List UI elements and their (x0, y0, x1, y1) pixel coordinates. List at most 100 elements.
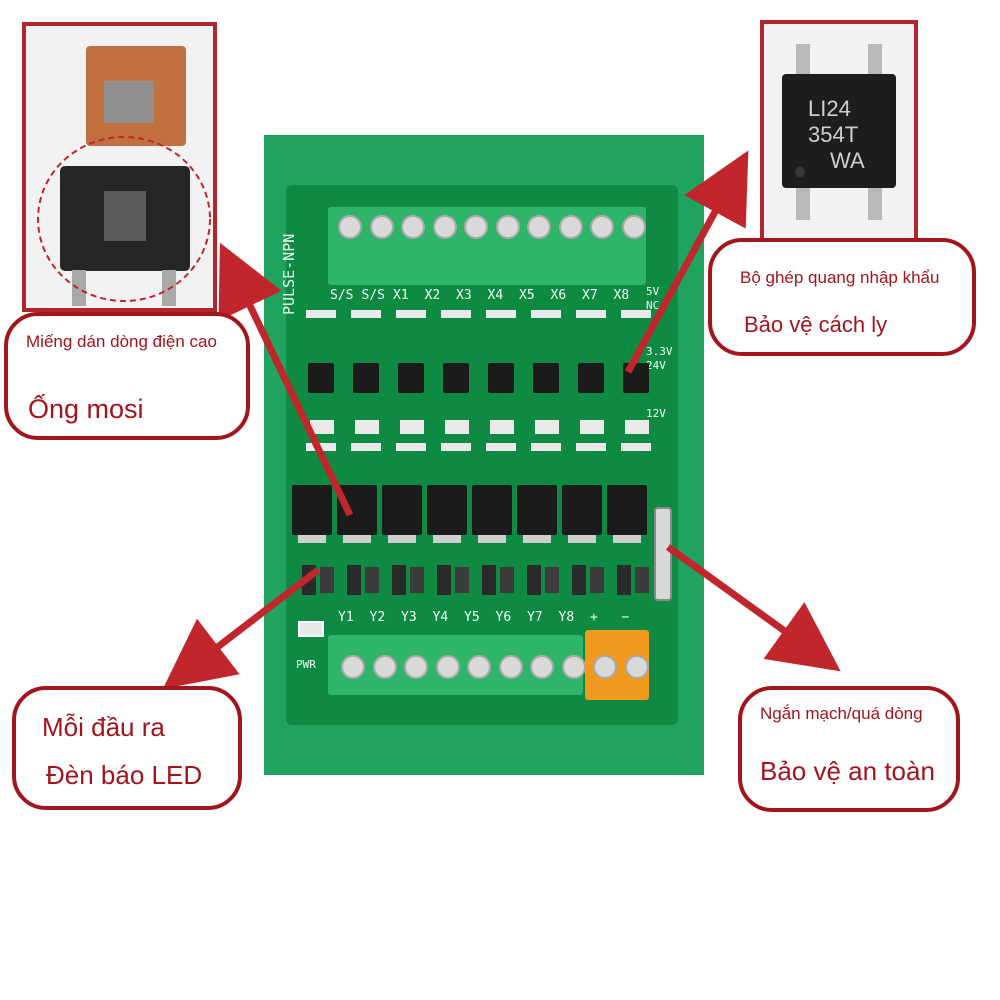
mosfet (607, 485, 647, 535)
smd-resistor (400, 420, 424, 434)
output-led (392, 565, 406, 595)
diode (320, 567, 334, 593)
smd-resistor (576, 443, 606, 451)
input-terminal-screw (621, 215, 646, 239)
input-terminal-screw (338, 215, 362, 239)
output-label: Y6 (495, 610, 512, 625)
smd-resistor (441, 310, 471, 318)
smd-resistor (355, 420, 379, 434)
callout-fuse: Ngắn mạch/quá dòng Bảo vệ an toàn (738, 686, 960, 812)
output-terminal-screw (404, 655, 428, 679)
diode (590, 567, 604, 593)
output-terminal-screw (530, 655, 554, 679)
smd-resistor (486, 443, 516, 451)
input-label: X5 (519, 288, 535, 303)
input-terminal-screw (590, 215, 614, 239)
smd-resistor (535, 420, 559, 434)
output-label: Y8 (558, 610, 575, 625)
arrow-fuse (665, 544, 841, 672)
output-led (482, 565, 496, 595)
output-terminal-screw (624, 655, 649, 679)
optocoupler-photo-inset: LI24 354T WA (760, 20, 918, 246)
mosfet-image (26, 26, 213, 308)
output-label: Y1 (338, 610, 354, 625)
voltage-label-nc: NC (646, 299, 660, 312)
smd-resistor (396, 443, 426, 451)
callout-led: Mỗi đầu ra Đèn báo LED (12, 686, 242, 810)
callout-led-line2: Đèn báo LED (46, 760, 203, 790)
smd-resistor (490, 420, 514, 434)
output-terminal-screw (435, 655, 460, 679)
mosfet-tab (298, 535, 326, 543)
output-led (437, 565, 451, 595)
output-led (347, 565, 361, 595)
output-terminal-screw (341, 655, 365, 679)
arrow-optocoupler (624, 150, 749, 374)
input-label: S/S (361, 288, 385, 303)
callout-fuse-line2: Bảo vệ an toàn (760, 756, 935, 786)
input-label: X2 (424, 288, 441, 303)
mosfet (562, 485, 602, 535)
input-terminal-screw (495, 215, 520, 239)
smd-resistor (621, 443, 651, 451)
mosfet (337, 485, 377, 535)
power-led-label: PWR (296, 658, 316, 671)
output-terminal-screw (561, 655, 586, 679)
mosfet-tab (523, 535, 551, 543)
mosfet-tab (343, 535, 371, 543)
output-terminal-screw (467, 655, 491, 679)
output-label: Y4 (432, 610, 449, 625)
smd-resistor (531, 310, 561, 318)
mosfet (382, 485, 422, 535)
diode (635, 567, 649, 593)
arrow-mosfet (218, 242, 354, 517)
smd-resistor (580, 420, 604, 434)
optocoupler (578, 363, 604, 393)
smd-resistor (351, 310, 381, 318)
output-label: Y3 (401, 610, 417, 625)
mosfet-tab (388, 535, 416, 543)
input-label: X1 (393, 288, 409, 303)
callout-optocoupler-line2: Bảo vệ cách ly (744, 312, 888, 337)
callout-mosfet-line1: Miếng dán dòng điện cao (26, 332, 217, 351)
callout-mosfet-line2: Ống mosi (28, 394, 144, 424)
smd-resistor (441, 443, 471, 451)
input-label: X8 (613, 288, 630, 303)
din-rail-top (264, 135, 704, 190)
optocoupler (533, 363, 559, 393)
output-label: Y5 (464, 610, 480, 625)
chip-marking-line-2: 354T (808, 122, 858, 147)
output-label: − (621, 610, 630, 625)
input-terminal-screw (432, 215, 457, 239)
smd-resistor (576, 310, 606, 318)
smd-resistor (310, 420, 334, 434)
fuse (654, 507, 672, 601)
mosfet (292, 485, 332, 535)
diode (410, 567, 424, 593)
mosfet-tab (433, 535, 461, 543)
smd-resistor (621, 310, 651, 318)
input-terminal-screw (369, 215, 394, 239)
mosfet (427, 485, 467, 535)
callout-optocoupler-line1: Bộ ghép quang nhập khẩu (740, 268, 940, 287)
power-led (298, 621, 324, 637)
output-terminal-screw (372, 655, 397, 679)
mosfet (472, 485, 512, 535)
smd-resistor (486, 310, 516, 318)
mosfet-tab (613, 535, 641, 543)
output-led (527, 565, 541, 595)
optocoupler (398, 363, 424, 393)
callout-optocoupler: Bộ ghép quang nhập khẩu Bảo vệ cách ly (708, 238, 976, 356)
input-label: S/S (330, 288, 354, 303)
input-label: X3 (456, 288, 472, 303)
arrow-led (162, 567, 321, 690)
callout-mosfet: Miếng dán dòng điện cao Ống mosi (4, 312, 250, 440)
mosfet-photo-inset (22, 22, 217, 312)
optocoupler (308, 363, 334, 393)
output-led (617, 565, 631, 595)
output-label: + (590, 610, 598, 625)
optocoupler (488, 363, 514, 393)
smd-resistor (531, 443, 561, 451)
